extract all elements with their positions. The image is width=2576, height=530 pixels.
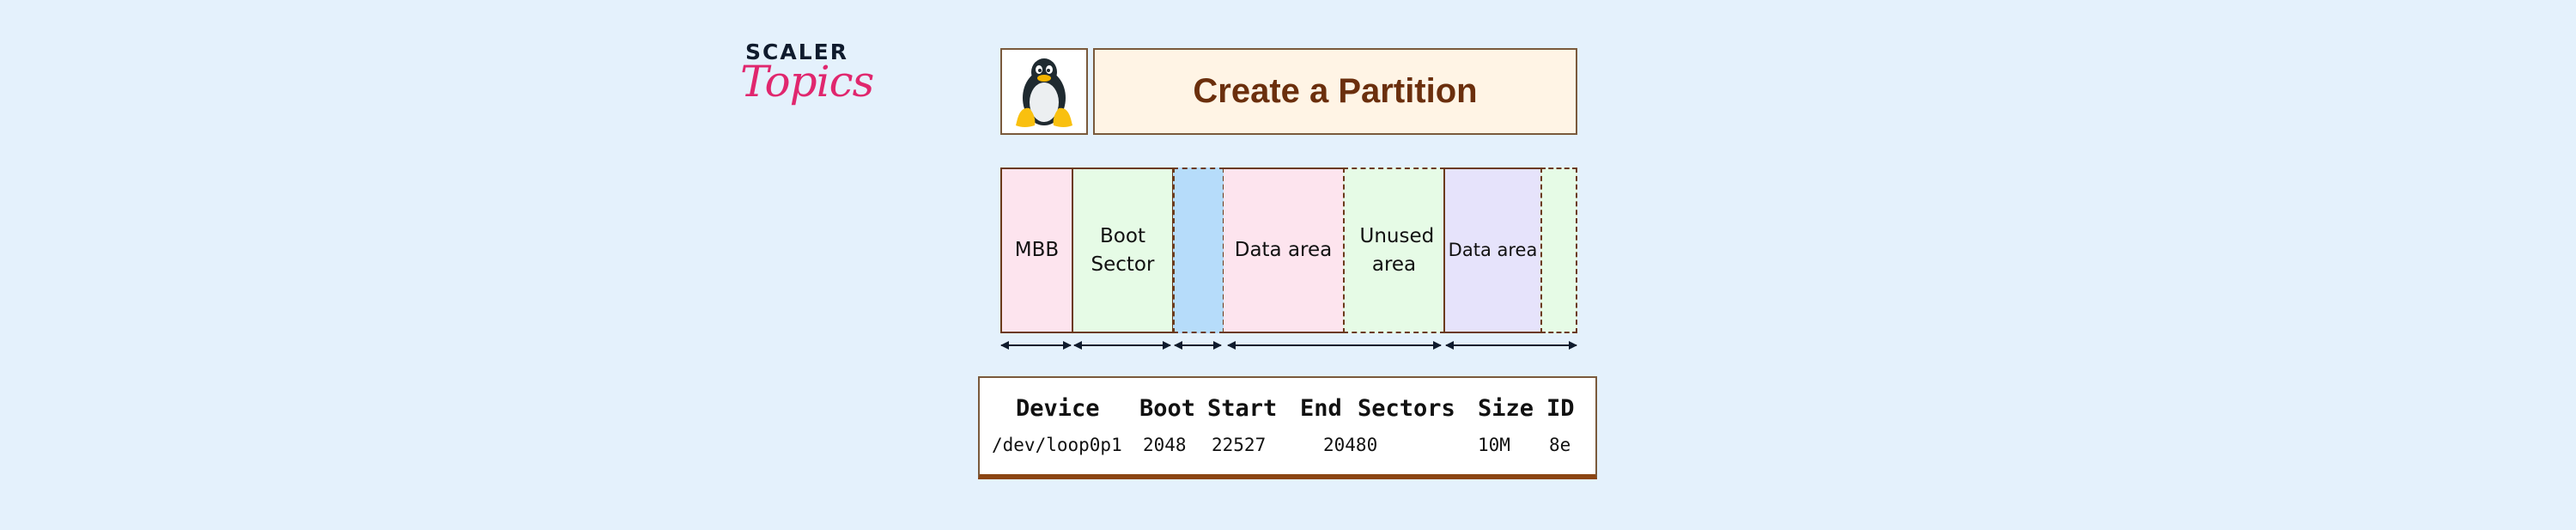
logo-scaler-text: SCALER [745, 40, 848, 64]
partition-block-data-area-1: Data area [1224, 168, 1345, 333]
table-cell-sectors: 20480 [1323, 435, 1378, 455]
size-arrows [1000, 341, 1577, 350]
linux-icon-box [1000, 48, 1088, 135]
table-header-end: End [1300, 395, 1342, 422]
table-header-start: Start [1207, 395, 1278, 422]
partition-block-data-area-2: Data area [1443, 168, 1542, 333]
table-cell-size: 10M [1478, 435, 1510, 455]
linux-tux-icon [1016, 58, 1072, 127]
block-label: MBB [1014, 239, 1060, 262]
title-banner: Create a Partition [1093, 48, 1577, 135]
partition-block-unused-area: Unused area [1343, 168, 1445, 333]
table-header-size: Size [1478, 395, 1534, 422]
partition-block-boot-sector: Boot Sector [1072, 168, 1174, 333]
logo-topics-text: Topics [740, 57, 874, 107]
table-cell-start: 2048 [1143, 435, 1187, 455]
block-label: Data area [1448, 239, 1538, 260]
table-cell-id: 8e [1549, 435, 1571, 455]
block-label: Unused area [1359, 225, 1435, 276]
partition-block-mbb: MBB [1000, 168, 1073, 333]
block-label: Data area [1234, 239, 1333, 262]
partition-block-reserved [1173, 168, 1224, 333]
partition-block-tail [1540, 168, 1577, 333]
page-title: Create a Partition [1193, 72, 1478, 110]
partition-table: Device Boot Start End Sectors Size ID /d… [978, 376, 1597, 479]
table-header-id: ID [1546, 395, 1575, 422]
block-label: Boot Sector [1091, 225, 1155, 276]
table-cell-device: /dev/loop0p1 [992, 435, 1122, 455]
table-header-device: Device [1016, 395, 1100, 422]
table-header-boot: Boot [1139, 395, 1196, 422]
table-header-sectors: Sectors [1358, 395, 1455, 422]
table-cell-end: 22527 [1212, 435, 1267, 455]
